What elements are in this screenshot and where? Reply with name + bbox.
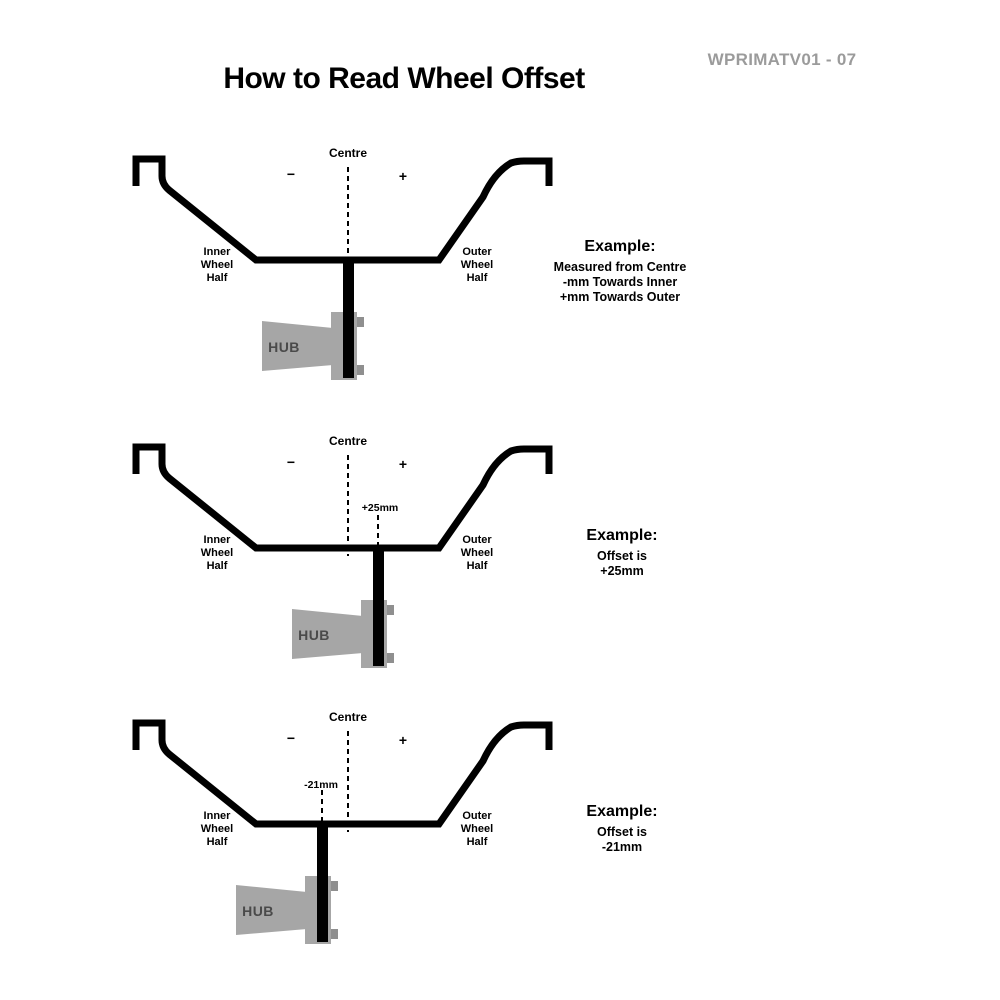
inner-label-line: Wheel xyxy=(200,547,234,559)
outer-wheel-half-label: Outer Wheel Half xyxy=(461,246,493,285)
centre-label: Centre xyxy=(328,146,368,160)
plus-sign-label: + xyxy=(398,732,408,748)
mounting-face-bar xyxy=(373,545,384,666)
outer-label-line: Outer xyxy=(462,246,492,258)
outer-label-line: Half xyxy=(466,836,488,848)
hub-cone xyxy=(262,321,333,371)
hub-stud-bottom xyxy=(331,929,338,939)
wheel-diagram-neutral xyxy=(132,155,553,380)
outer-label-line: Wheel xyxy=(460,547,494,559)
outer-wheel-half-label: Outer Wheel Half xyxy=(461,810,493,849)
minus-sign-label: − xyxy=(286,166,296,182)
outer-label-line: Outer xyxy=(462,810,492,822)
plus-sign-label: + xyxy=(398,168,408,184)
example-heading: Example: xyxy=(586,803,658,820)
example-line: Offset is xyxy=(596,825,648,839)
hub-cone xyxy=(292,609,363,659)
example-block-neutral: Example: Measured from Centre -mm Toward… xyxy=(554,237,687,305)
part-number: WPRIMATV01 - 07 xyxy=(707,50,857,69)
outer-wheel-half-label: Outer Wheel Half xyxy=(461,534,493,573)
hub-label: HUB xyxy=(268,339,300,355)
outer-label-line: Wheel xyxy=(460,823,494,835)
inner-label-line: Inner xyxy=(203,810,231,822)
outer-label-line: Outer xyxy=(462,534,492,546)
mounting-face-bar xyxy=(343,257,354,378)
offset-value-label: -21mm xyxy=(304,779,338,791)
inner-label-line: Half xyxy=(206,836,228,848)
example-heading: Example: xyxy=(584,238,656,255)
outer-label-line: Half xyxy=(466,272,488,284)
inner-label-line: Half xyxy=(206,272,228,284)
example-line: Offset is xyxy=(596,549,648,563)
hub-label: HUB xyxy=(298,627,330,643)
wheel-cross-section xyxy=(132,443,553,552)
outer-label-line: Wheel xyxy=(460,259,494,271)
example-heading: Example: xyxy=(586,527,658,544)
page-title: How to Read Wheel Offset xyxy=(223,62,585,95)
inner-label-line: Wheel xyxy=(200,259,234,271)
inner-label-line: Wheel xyxy=(200,823,234,835)
wheel-diagram-positive xyxy=(132,443,553,668)
hub-stud-top xyxy=(387,605,394,615)
centre-label: Centre xyxy=(328,434,368,448)
wheel-cross-section xyxy=(132,155,553,264)
inner-wheel-half-label: Inner Wheel Half xyxy=(201,246,233,285)
example-line: +mm Towards Outer xyxy=(559,290,681,304)
offset-value-label: +25mm xyxy=(361,502,399,514)
example-block-negative: Example: Offset is -21mm xyxy=(586,802,657,855)
example-line: -21mm xyxy=(601,840,643,854)
example-line: +25mm xyxy=(600,564,644,578)
hub-cone xyxy=(236,885,307,935)
hub-stud-bottom xyxy=(357,365,364,375)
hub-label: HUB xyxy=(242,903,274,919)
centre-label: Centre xyxy=(328,710,368,724)
example-line: -mm Towards Inner xyxy=(562,275,678,289)
minus-sign-label: − xyxy=(286,454,296,470)
inner-label-line: Inner xyxy=(203,246,231,258)
inner-label-line: Inner xyxy=(203,534,231,546)
outer-label-line: Half xyxy=(466,560,488,572)
wheel-cross-section xyxy=(132,719,553,828)
inner-wheel-half-label: Inner Wheel Half xyxy=(201,810,233,849)
inner-label-line: Half xyxy=(206,560,228,572)
plus-sign-label: + xyxy=(398,456,408,472)
minus-sign-label: − xyxy=(286,730,296,746)
hub-stud-top xyxy=(331,881,338,891)
example-line: Measured from Centre xyxy=(553,260,687,274)
mounting-face-bar xyxy=(317,821,328,942)
hub-stud-bottom xyxy=(387,653,394,663)
hub-stud-top xyxy=(357,317,364,327)
wheel-diagram-negative xyxy=(132,719,553,944)
example-block-positive: Example: Offset is +25mm xyxy=(586,526,657,579)
inner-wheel-half-label: Inner Wheel Half xyxy=(201,534,233,573)
